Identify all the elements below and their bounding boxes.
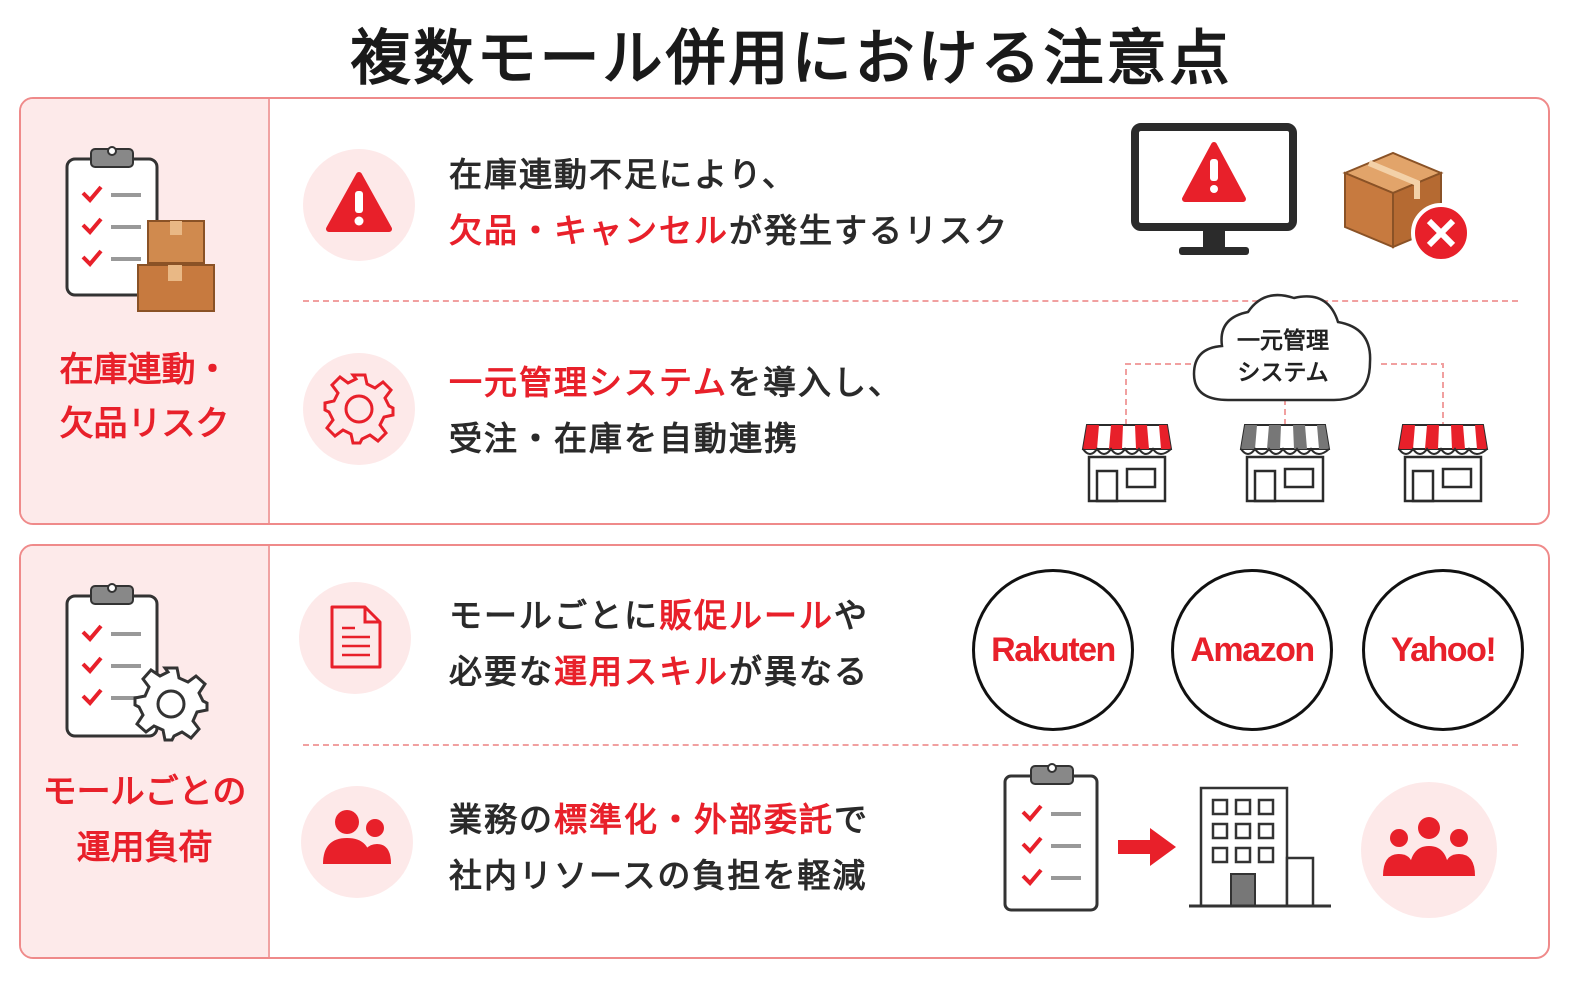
highlight-text: 販促ルール	[659, 596, 834, 635]
highlight-text: 運用スキル	[554, 652, 729, 691]
cloud-label-line1: 一元管理	[1237, 328, 1329, 354]
boxes-icon	[137, 220, 215, 312]
row-line2: 受注・在庫を自動連携	[449, 411, 903, 467]
body-text: が異なる	[729, 652, 869, 691]
gear-icon	[323, 373, 395, 445]
monitor-warning-icon	[1131, 123, 1297, 255]
row-divider	[303, 744, 1518, 746]
warning-icon	[326, 172, 392, 232]
store-icon	[1081, 424, 1173, 503]
section-operation-load: モールごとの 運用負荷 モールごとに販促ルールや 必要な運用スキルが異なる Ra…	[19, 544, 1550, 959]
highlight-text: 欠品・キャンセル	[449, 211, 729, 250]
body-text: 必要な	[449, 652, 554, 691]
row-line1: 在庫連動不足により、	[449, 147, 1009, 203]
row-line1: 一元管理システムを導入し、	[449, 355, 903, 411]
brand-logo-rakuten: Rakuten	[972, 569, 1134, 731]
body-text: が発生するリスク	[729, 211, 1009, 250]
body-text: モールごとに	[449, 596, 659, 635]
row-line1: モールごとに販促ルールや	[449, 588, 869, 644]
users-icon	[323, 810, 391, 864]
clipboard-icon	[1003, 763, 1099, 912]
section-sidebar: モールごとの 運用負荷	[21, 546, 270, 957]
section-sidebar: 在庫連動・ 欠品リスク	[21, 99, 270, 523]
store-icon	[1239, 424, 1331, 503]
store-icon	[1397, 424, 1489, 503]
gear-icon	[133, 666, 209, 742]
row-text-central-system: 一元管理システムを導入し、 受注・在庫を自動連携	[449, 355, 903, 467]
highlight-text: 一元管理システム	[449, 363, 729, 402]
row-line2: 欠品・キャンセルが発生するリスク	[449, 203, 1009, 259]
body-text: で	[834, 800, 869, 839]
gear-icon-circle	[303, 353, 415, 465]
section-label-line2: 欠品リスク	[59, 404, 230, 444]
body-text: を導入し、	[728, 363, 904, 402]
cloud-label: 一元管理 システム	[1183, 325, 1383, 389]
section-label-line1: モールごとの	[42, 772, 247, 812]
section-label-line2: 運用負荷	[76, 828, 213, 868]
arrow-right-icon	[1118, 828, 1176, 866]
body-text: 社内リソースの負担を軽減	[449, 856, 868, 895]
users-icon	[1383, 817, 1475, 876]
body-text: 受注・在庫を自動連携	[449, 419, 799, 458]
building-icon	[1189, 786, 1331, 908]
row-text-stock-sync: 在庫連動不足により、 欠品・キャンセルが発生するリスク	[449, 147, 1009, 259]
row-divider	[303, 300, 1518, 302]
brand-logo-yahoo: Yahoo!	[1362, 569, 1524, 731]
section-inventory-risk: 在庫連動・ 欠品リスク 在庫連動不足により、 欠品・キャンセルが発生するリスク	[19, 97, 1550, 525]
box-error-icon	[1342, 151, 1471, 263]
document-icon	[330, 605, 382, 669]
body-text: 在庫連動不足により、	[449, 155, 798, 194]
row-line1: 業務の標準化・外部委託で	[449, 792, 869, 848]
clipboard-icon	[65, 146, 159, 297]
highlight-text: 標準化・外部委託	[554, 800, 834, 839]
row-line2: 社内リソースの負担を軽減	[449, 848, 869, 904]
page-title: 複数モール併用における注意点	[350, 24, 1233, 94]
brand-logo-amazon: Amazon	[1171, 569, 1333, 731]
row-text-mall-rules: モールごとに販促ルールや 必要な運用スキルが異なる	[449, 588, 869, 700]
body-text: や	[834, 596, 869, 635]
row-text-outsourcing: 業務の標準化・外部委託で 社内リソースの負担を軽減	[449, 792, 869, 904]
cloud-label-line2: システム	[1237, 360, 1329, 386]
cloud-icon	[1192, 293, 1372, 402]
row-line2: 必要な運用スキルが異なる	[449, 644, 869, 700]
section-label-line1: 在庫連動・	[59, 350, 230, 390]
body-text: 業務の	[449, 800, 554, 839]
